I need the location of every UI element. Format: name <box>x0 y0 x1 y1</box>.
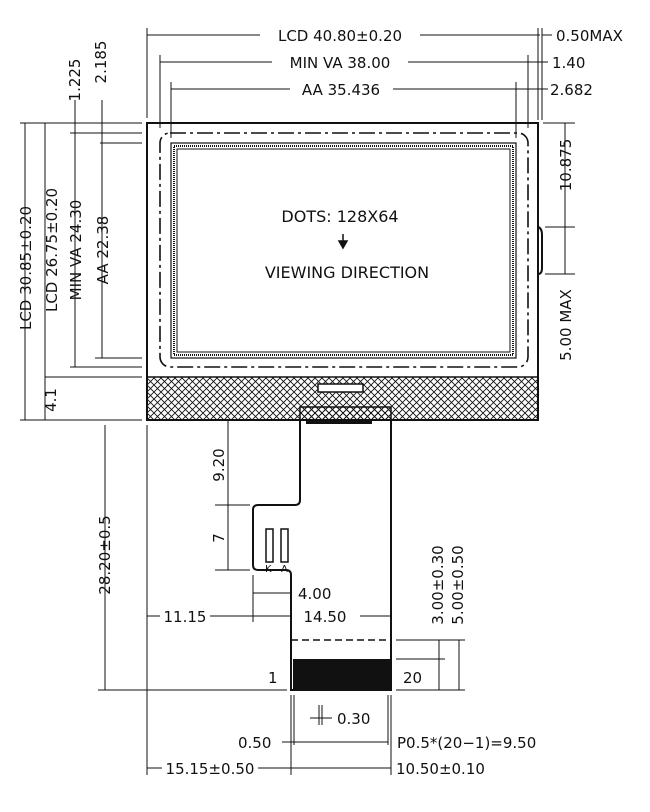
dim-1450: 14.50 <box>304 608 347 626</box>
pin-last-label: 20 <box>403 669 422 687</box>
dim-2185: 2.185 <box>92 41 110 84</box>
dim-min-va-height: MIN VA 24.30 <box>67 200 85 301</box>
arrow-down-icon <box>337 234 349 250</box>
viewing-direction-label: VIEWING DIRECTION <box>265 263 429 282</box>
dim-400: 4.00 <box>298 585 331 603</box>
dim-030: 0.30 <box>337 710 370 728</box>
pad-k-label: K <box>265 564 272 575</box>
dim-lcd-width: LCD 40.80±0.20 <box>278 27 402 45</box>
dim-050max: 0.50MAX <box>556 27 623 45</box>
dim-1115: 11.15 <box>164 608 207 626</box>
dots-label: DOTS: 128X64 <box>281 207 398 226</box>
dim-7: 7 <box>210 533 228 543</box>
dim-pitch: P0.5*(20−1)=9.50 <box>397 734 536 752</box>
dim-41: 4.1 <box>42 388 60 412</box>
dim-300: 3.00±0.30 <box>429 545 447 624</box>
dim-1515: 15.15±0.50 <box>166 760 255 778</box>
dim-min-va-width: MIN VA 38.00 <box>290 54 391 72</box>
dimension-lines <box>20 28 575 775</box>
dim-aa-height: AA 22.38 <box>94 216 112 285</box>
dim-500max: 5.00 MAX <box>557 289 575 361</box>
dim-2682: 2.682 <box>550 81 593 99</box>
pad-a-label: A <box>281 564 288 575</box>
dim-920: 9.20 <box>210 448 228 481</box>
dim-140: 1.40 <box>552 54 585 72</box>
dim-fpc-length: 28.20±0.5 <box>96 515 114 594</box>
pin-first-label: 1 <box>268 669 278 687</box>
dim-500: 5.00±0.50 <box>449 545 467 624</box>
dim-1050: 10.50±0.10 <box>396 760 485 778</box>
dim-050: 0.50 <box>238 734 271 752</box>
dim-1225: 1.225 <box>66 59 84 102</box>
dim-lcd-height: LCD 26.75±0.20 <box>43 188 61 312</box>
fpc-cable: K A <box>252 406 392 691</box>
dim-aa-width: AA 35.436 <box>302 81 380 99</box>
dim-10875: 10.875 <box>557 139 575 192</box>
dim-lcd-height-total: LCD 30.85±0.20 <box>17 206 35 330</box>
